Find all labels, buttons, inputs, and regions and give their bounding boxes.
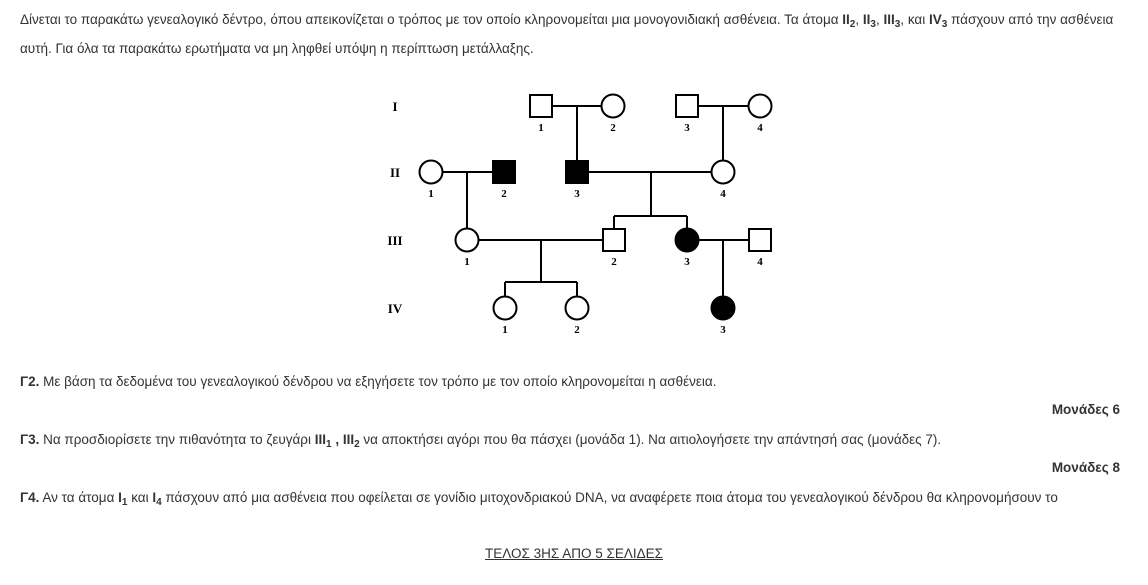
ref-sub: 2 [849, 19, 856, 30]
ref-sub: 3 [941, 19, 948, 30]
individual-number: 2 [501, 188, 507, 200]
male-symbol [675, 94, 699, 118]
q-label: Γ3. [20, 432, 40, 447]
individual-number: 4 [757, 256, 763, 268]
individual-number: 2 [610, 122, 616, 134]
individual-number: 4 [720, 188, 726, 200]
generation-label: IV [388, 301, 403, 316]
male-symbol [602, 228, 626, 252]
ref-sub: 3 [894, 19, 901, 30]
generation-label: III [387, 233, 402, 248]
male-symbol [748, 228, 772, 252]
female-symbol [710, 295, 736, 321]
q-text: Αν τα άτομα [39, 490, 119, 505]
intro-and: και [904, 12, 929, 27]
ref: IV [928, 12, 942, 27]
ref: III [883, 12, 895, 27]
points-g2: Μονάδες 6 [1051, 402, 1120, 417]
question-g4: Γ4. Αν τα άτομα I1 και I4 πάσχουν από μι… [20, 486, 1120, 515]
q-text: να αποκτήσει αγόρι που θα πάσχει (μονάδα… [359, 432, 942, 447]
individual-number: 1 [428, 188, 434, 200]
q-and: και [127, 490, 153, 505]
intro-paragraph: Δίνεται το παρακάτω γενεαλογικό δέντρο, … [20, 12, 1114, 56]
female-symbol [674, 227, 700, 253]
ref: II [862, 12, 871, 27]
individual-number: 2 [574, 324, 580, 336]
q-text: πάσχουν από μια ασθένεια που οφείλεται σ… [161, 490, 1058, 505]
individual-number: 4 [757, 122, 763, 134]
ref: I [118, 490, 122, 505]
ref: III [342, 432, 355, 447]
female-symbol [418, 159, 444, 185]
intro-text: πάσχουν από την ασθένεια αυτή. Για όλα τ… [20, 12, 1114, 56]
ref-sub: 3 [870, 19, 876, 30]
female-symbol [747, 93, 773, 119]
individual-number: 1 [464, 256, 470, 268]
q-label: Γ2. [20, 374, 40, 389]
individual-number: 1 [502, 324, 508, 336]
female-symbol [710, 159, 736, 185]
male-symbol [529, 94, 553, 118]
individual-number: 3 [574, 188, 580, 200]
individual-number: 2 [611, 256, 617, 268]
intro-text: Δίνεται το παρακάτω γενεαλογικό δέντρο, … [20, 12, 843, 27]
ref-sub: 2 [354, 439, 360, 450]
individual-number: 3 [684, 256, 690, 268]
question-g2: Γ2. Με βάση τα δεδομένα του γενεαλογικού… [20, 370, 1120, 394]
individual-number: 1 [538, 122, 544, 134]
ref: II [842, 12, 850, 27]
q-text: Να προσδιορίσετε την πιθανότητα το ζευγά… [39, 432, 315, 447]
male-symbol [492, 160, 516, 184]
female-symbol [492, 295, 518, 321]
ref-sub: 1 [121, 497, 128, 508]
individual-number: 3 [684, 122, 690, 134]
female-symbol [454, 227, 480, 253]
sep: , [331, 432, 343, 447]
page-footer: ΤΕΛΟΣ 3ΗΣ ΑΠΟ 5 ΣΕΛΙΔΕΣ [485, 546, 663, 561]
male-symbol [565, 160, 589, 184]
ref-sub: 4 [156, 497, 162, 508]
question-g3: Γ3. Να προσδιορίσετε την πιθανότητα το ζ… [20, 428, 1120, 457]
points-g3: Μονάδες 8 [1051, 460, 1120, 475]
individual-number: 3 [720, 324, 726, 336]
ref-sub: 1 [326, 439, 332, 450]
q-label: Γ4. [20, 490, 40, 505]
ref: III [314, 432, 326, 447]
ref: I [152, 490, 157, 505]
q-text: Με βάση τα δεδομένα του γενεαλογικού δέν… [39, 374, 717, 389]
generation-label: I [392, 99, 397, 114]
female-symbol [564, 295, 590, 321]
female-symbol [600, 93, 626, 119]
generation-label: II [390, 165, 400, 180]
